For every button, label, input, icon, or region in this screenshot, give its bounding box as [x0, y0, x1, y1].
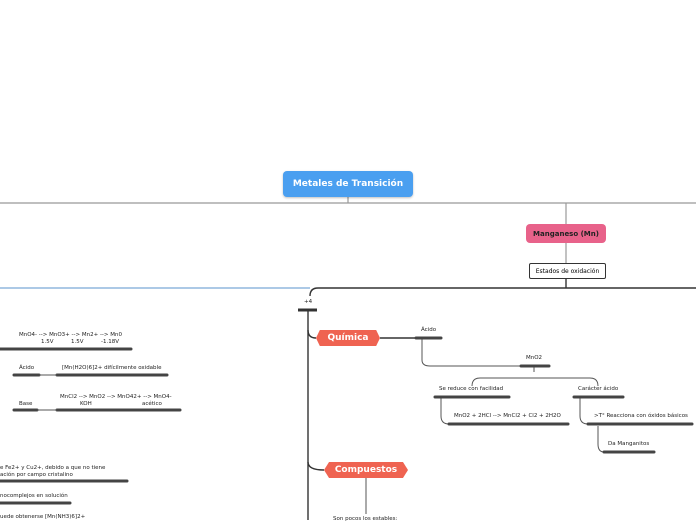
- compuestos-node[interactable]: Compuestos: [324, 462, 408, 478]
- caracter-acido-node[interactable]: Carácter ácido: [578, 386, 619, 392]
- reduce-node[interactable]: Se reduce con facilidad: [439, 386, 504, 392]
- fe-note-line2: ación por campo cristalino: [0, 472, 73, 478]
- complex-node[interactable]: [Mn(H2O)6]2+ difícilmente oxidable: [62, 365, 162, 371]
- quimica-node[interactable]: Química: [316, 330, 380, 346]
- reaction-node[interactable]: MnO2 + 2HCl --> MnCl2 + Cl2 + 2H2O: [454, 413, 561, 419]
- reacciona-node[interactable]: >T° Reacciona con óxidos básicos: [594, 413, 688, 419]
- base-koh-label: KOH: [80, 401, 92, 407]
- base-chain[interactable]: MnCl2 --> MnO2 --> MnO42+ --> MnO4-: [60, 394, 172, 400]
- base-node[interactable]: Base: [19, 401, 33, 407]
- obtener-node[interactable]: uede obtenerse [Mn(NH3)6]2+: [0, 514, 86, 520]
- reduction-chain[interactable]: MnO4- --> MnO3+ --> Mn2+ --> Mn0: [19, 332, 123, 338]
- root-node[interactable]: Metales de Transición: [283, 171, 413, 197]
- estados-node[interactable]: Estados de oxidación: [529, 263, 606, 279]
- manganitos-node[interactable]: Da Manganitos: [608, 441, 650, 447]
- ox-state-label[interactable]: +4: [304, 299, 313, 305]
- compuestos-child-node[interactable]: Son pocos los estables:: [333, 516, 398, 522]
- reduction-potentials: 1.5V 1.5V -1.18V: [41, 339, 119, 345]
- base-acetico-label: acético: [142, 401, 162, 407]
- mno2-node[interactable]: MnO2: [526, 355, 543, 361]
- quimica-acido-node[interactable]: Ácido: [421, 327, 437, 333]
- manganeso-node[interactable]: Manganeso (Mn): [526, 224, 606, 243]
- complejos-node[interactable]: nocomplejos en solución: [0, 493, 68, 499]
- fe-note-line1[interactable]: e Fe2+ y Cu2+, debido a que no tiene: [0, 465, 106, 471]
- left-acido-node[interactable]: Ácido: [19, 365, 35, 371]
